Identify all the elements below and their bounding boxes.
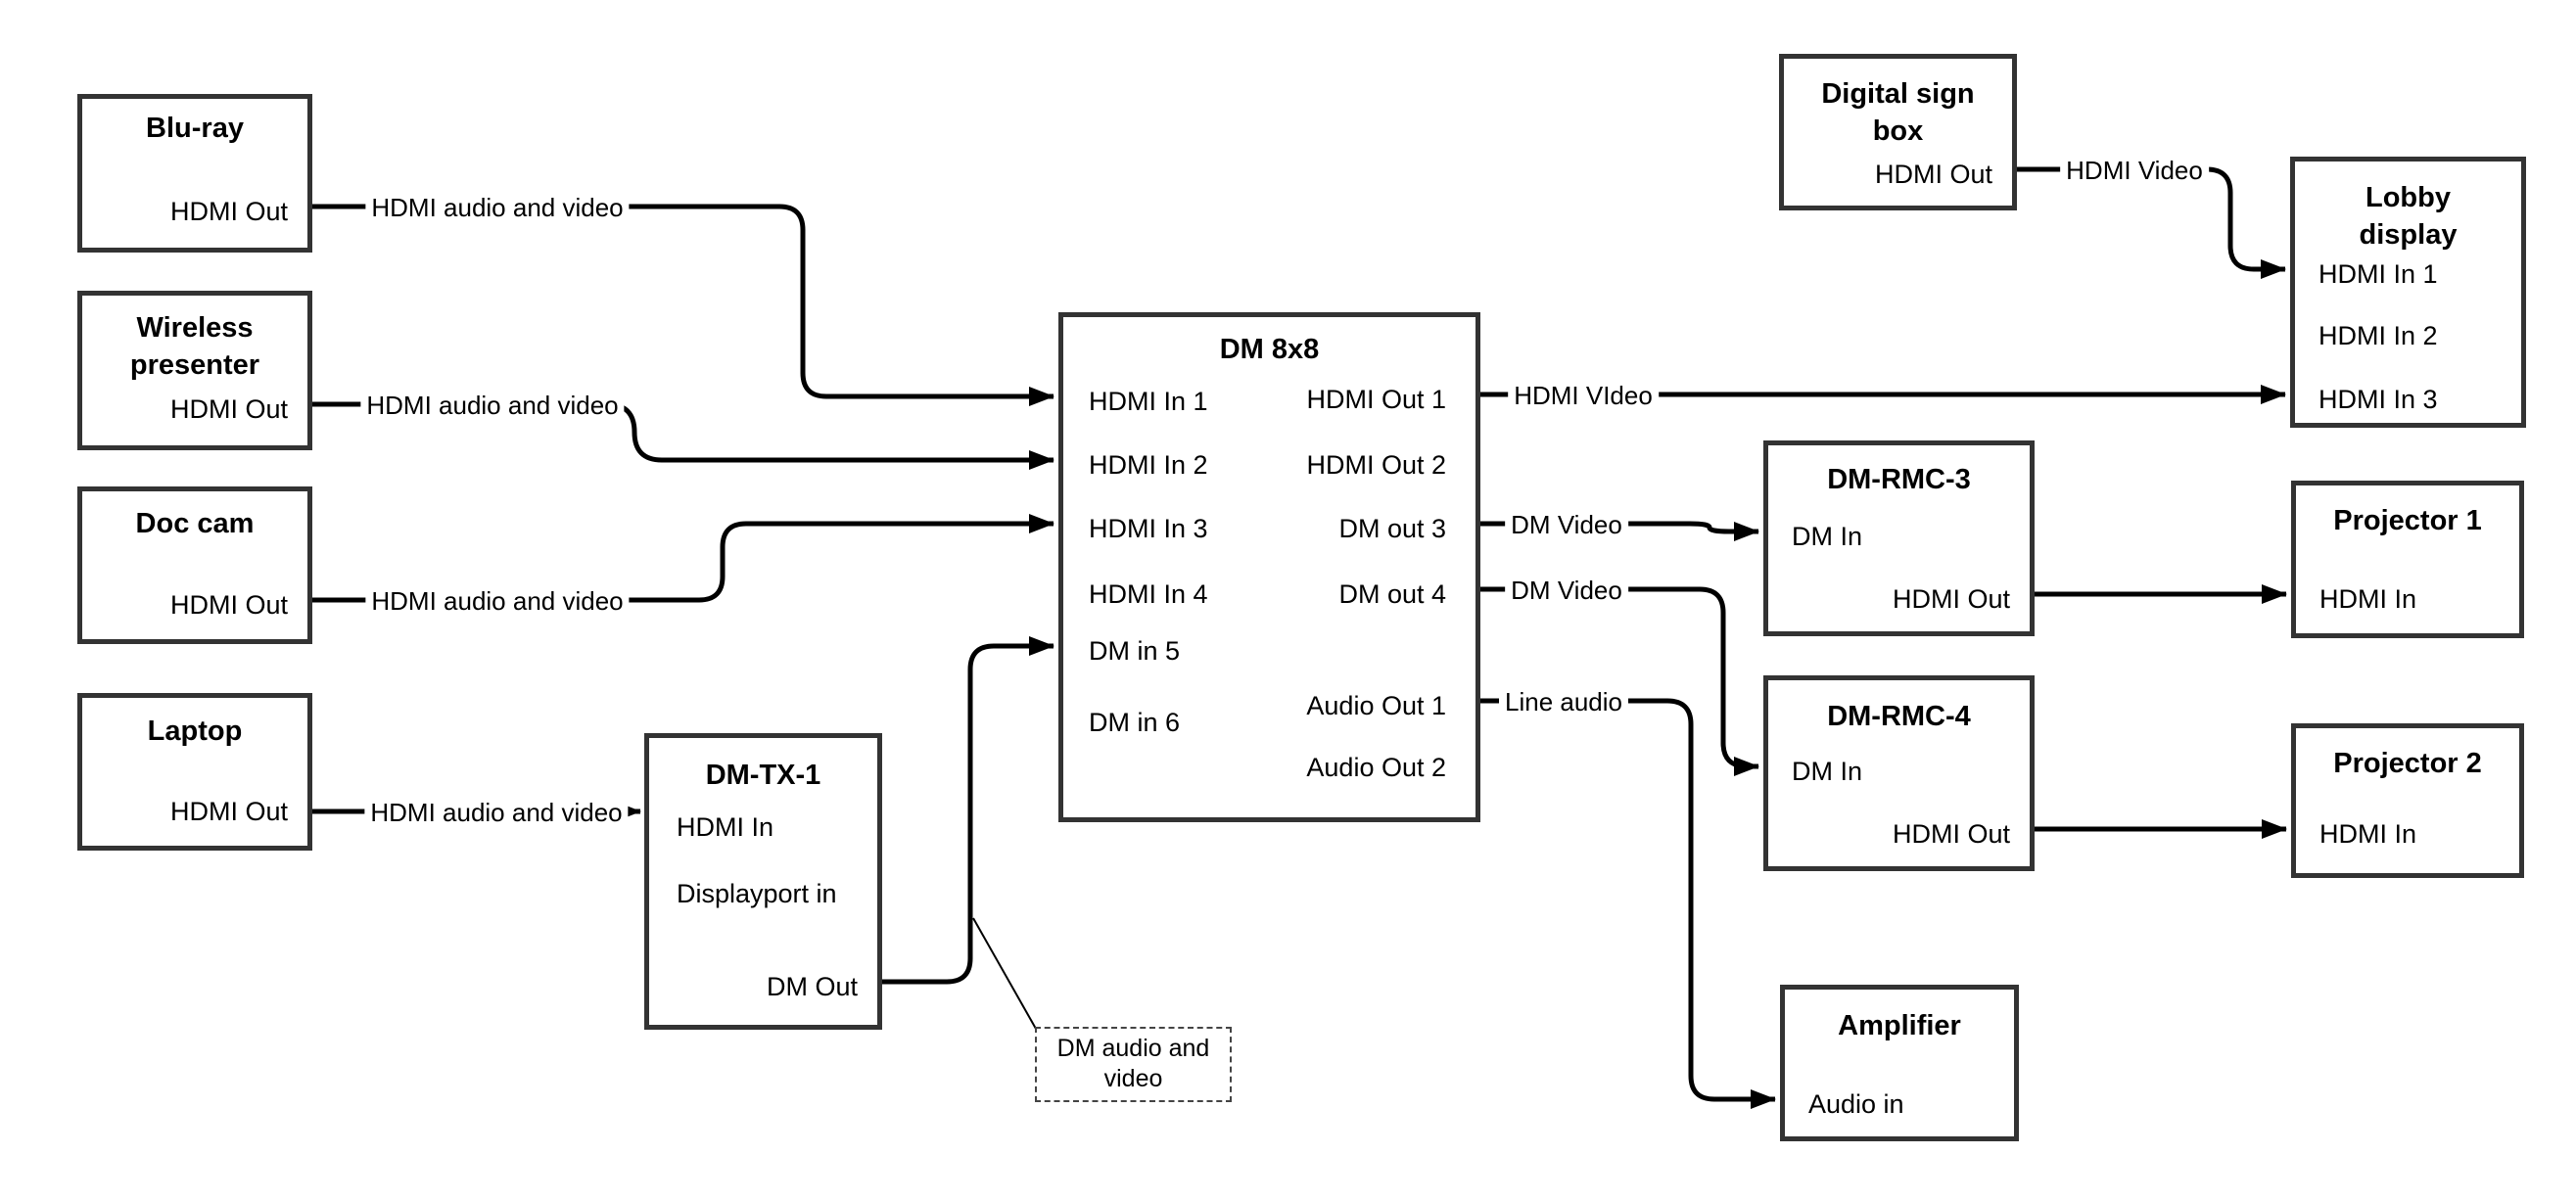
edge-dm8x8-dmout4-to-rmc4 — [1480, 586, 1759, 776]
node-wireless-presenter: Wireless presenter HDMI Out — [77, 291, 312, 450]
edge-dm8x8-dmout3-to-rmc3 — [1480, 521, 1759, 541]
port-dm8x8-dm-out-3: DM out 3 — [1338, 514, 1446, 543]
edge-label-hdmi-video-long: HDMI VIdeo — [1508, 380, 1659, 411]
edge-label-line-audio: Line audio — [1499, 686, 1628, 717]
port-lobby-hdmi-in-1: HDMI In 1 — [2318, 259, 2438, 289]
node-title: Doc cam — [135, 508, 255, 539]
port-bluray-hdmi-out: HDMI Out — [169, 197, 288, 226]
node-title: Projector 2 — [2333, 748, 2482, 779]
port-dmtx1-dm-out: DM Out — [766, 972, 858, 1001]
port-dm8x8-hdmi-in-1: HDMI In 1 — [1089, 387, 1208, 416]
edge-label-hdmi-video-sign: HDMI Video — [2060, 155, 2209, 186]
node-title: DM-TX-1 — [705, 760, 821, 791]
port-digisign-hdmi-out: HDMI Out — [1874, 160, 1992, 189]
port-dm8x8-dm-in-5: DM in 5 — [1089, 636, 1181, 666]
node-title: Amplifier — [1838, 1010, 1961, 1041]
node-doc-cam: Doc cam HDMI Out — [77, 486, 312, 644]
port-wireless-hdmi-out: HDMI Out — [169, 394, 288, 424]
edge-label-laptop: HDMI audio and video — [364, 797, 629, 828]
node-title: Digital sign box — [1821, 78, 1975, 147]
port-dm8x8-hdmi-out-1: HDMI Out 1 — [1306, 385, 1446, 414]
port-doccam-hdmi-out: HDMI Out — [169, 590, 288, 620]
port-dm8x8-hdmi-in-3: HDMI In 3 — [1089, 514, 1208, 543]
port-dmtx1-hdmi-in: HDMI In — [677, 812, 774, 842]
node-title: Blu-ray — [146, 113, 244, 144]
edge-bluray-to-dm8x8-in1 — [312, 204, 1054, 406]
annotation-callout-line — [972, 917, 1037, 1030]
annotation-dm-audio-and-video: DM audio and video — [1035, 1027, 1232, 1102]
port-dmtx1-displayport-in: Displayport in — [677, 879, 837, 908]
port-dm8x8-hdmi-in-2: HDMI In 2 — [1089, 450, 1208, 480]
port-dm8x8-dm-in-6: DM in 6 — [1089, 708, 1181, 737]
node-projector-2: Projector 2 HDMI In — [2291, 723, 2524, 878]
port-lobby-hdmi-in-2: HDMI In 2 — [2318, 321, 2438, 350]
port-dm8x8-hdmi-in-4: HDMI In 4 — [1089, 579, 1208, 609]
node-title: Laptop — [147, 716, 243, 747]
port-dm8x8-hdmi-out-2: HDMI Out 2 — [1306, 450, 1446, 480]
node-dm-8x8: DM 8x8 HDMI In 1 HDMI In 2 HDMI In 3 HDM… — [1058, 312, 1480, 822]
port-proj1-hdmi-in: HDMI In — [2319, 584, 2417, 614]
edge-label-bluray: HDMI audio and video — [365, 192, 630, 223]
node-projector-1: Projector 1 HDMI In — [2291, 481, 2524, 638]
node-digital-sign-box: Digital sign box HDMI Out — [1779, 54, 2017, 210]
port-dm8x8-dm-out-4: DM out 4 — [1338, 579, 1446, 609]
node-dm-rmc-3: DM-RMC-3 DM In HDMI Out — [1763, 440, 2035, 636]
edge-dmtx1-to-dm8x8-dmin5 — [882, 636, 1054, 985]
port-rmc3-dm-in: DM In — [1792, 522, 1863, 551]
port-laptop-hdmi-out: HDMI Out — [169, 797, 288, 826]
node-title: DM-RMC-4 — [1827, 701, 1971, 732]
node-title: DM-RMC-3 — [1827, 464, 1971, 495]
node-title: Wireless presenter — [129, 312, 260, 381]
node-laptop: Laptop HDMI Out — [77, 693, 312, 851]
node-dm-tx-1: DM-TX-1 HDMI In Displayport in DM Out — [644, 733, 882, 1030]
port-rmc4-dm-in: DM In — [1792, 757, 1863, 786]
node-title: DM 8x8 — [1219, 334, 1320, 365]
edge-digisign-to-lobby-in1 — [2017, 166, 2286, 279]
edge-label-wireless: HDMI audio and video — [360, 390, 625, 421]
edge-label-dm-video-3: DM Video — [1505, 509, 1628, 540]
port-rmc4-hdmi-out: HDMI Out — [1892, 819, 2010, 849]
port-dm8x8-audio-out-2: Audio Out 2 — [1306, 753, 1446, 782]
edge-label-dm-video-4: DM Video — [1505, 575, 1628, 606]
node-title: Lobby display — [2359, 182, 2458, 251]
edge-dm8x8-audio1-to-amplifier — [1480, 698, 1776, 1109]
node-blu-ray: Blu-ray HDMI Out — [77, 94, 312, 253]
edge-doccam-to-dm8x8-in3 — [312, 514, 1054, 603]
port-proj2-hdmi-in: HDMI In — [2319, 819, 2417, 849]
node-amplifier: Amplifier Audio in — [1780, 985, 2019, 1141]
node-lobby-display: Lobby display HDMI In 1 HDMI In 2 HDMI I… — [2290, 157, 2526, 428]
port-lobby-hdmi-in-3: HDMI In 3 — [2318, 385, 2438, 414]
port-rmc3-hdmi-out: HDMI Out — [1892, 584, 2010, 614]
node-dm-rmc-4: DM-RMC-4 DM In HDMI Out — [1763, 675, 2035, 871]
port-dm8x8-audio-out-1: Audio Out 1 — [1306, 691, 1446, 720]
node-title: Projector 1 — [2333, 505, 2482, 536]
port-amp-audio-in: Audio in — [1808, 1089, 1904, 1119]
edge-label-doccam: HDMI audio and video — [365, 585, 630, 617]
